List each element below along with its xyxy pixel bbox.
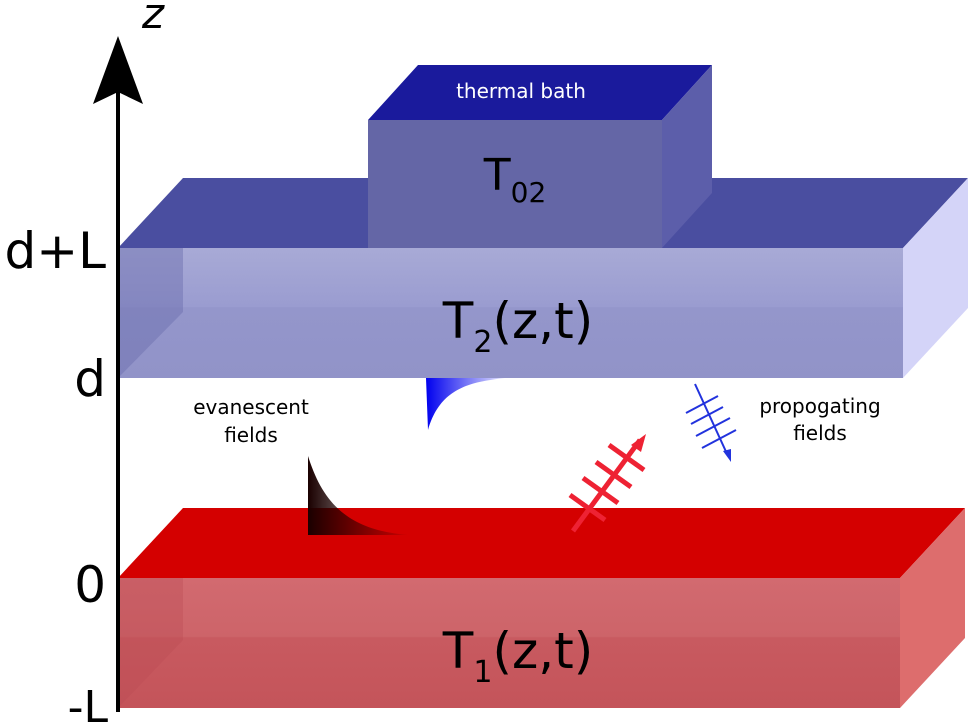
lower-slab: T1(z,t) bbox=[118, 508, 965, 708]
lower-slab-temperature: T1(z,t) bbox=[442, 622, 593, 690]
bath-temperature: T02 bbox=[483, 150, 547, 209]
upper-slab-side-face bbox=[903, 178, 968, 378]
blue-propagating-wave bbox=[685, 383, 737, 462]
tick-label-top: d+L bbox=[5, 222, 107, 280]
red-propagating-wave bbox=[568, 434, 646, 533]
upper-slab-inner-shade bbox=[118, 248, 183, 378]
tick-label-bottom: -L bbox=[68, 682, 109, 726]
evanescent-field-upper bbox=[426, 378, 505, 430]
bath-top-face bbox=[368, 65, 712, 120]
bath-label: thermal bath bbox=[456, 79, 586, 103]
z-axis-label: z bbox=[141, 0, 165, 38]
propagating-label-line2: fields bbox=[793, 421, 847, 445]
lower-slab-inner-shade bbox=[118, 578, 183, 708]
thermal-bath: thermal bath T02 bbox=[368, 65, 712, 248]
lower-slab-top-face bbox=[118, 508, 965, 578]
propagating-label-line1: propogating bbox=[759, 394, 880, 418]
upper-slab-temperature: T2(z,t) bbox=[442, 292, 593, 360]
bath-front-face bbox=[368, 120, 662, 248]
tick-label-upper: d bbox=[74, 350, 106, 408]
bath-side-face bbox=[662, 65, 712, 248]
evanescent-label-line1: evanescent bbox=[193, 395, 309, 419]
lower-slab-side-face bbox=[900, 508, 965, 708]
evanescent-field-lower bbox=[308, 456, 408, 535]
lower-slab-front-face bbox=[118, 578, 900, 708]
upper-slab-front-face bbox=[118, 248, 903, 378]
tick-label-zero: 0 bbox=[74, 556, 106, 614]
evanescent-label-line2: fields bbox=[224, 423, 278, 447]
z-axis: z d+L d 0 -L bbox=[5, 0, 165, 726]
z-axis-arrowhead bbox=[93, 36, 143, 104]
